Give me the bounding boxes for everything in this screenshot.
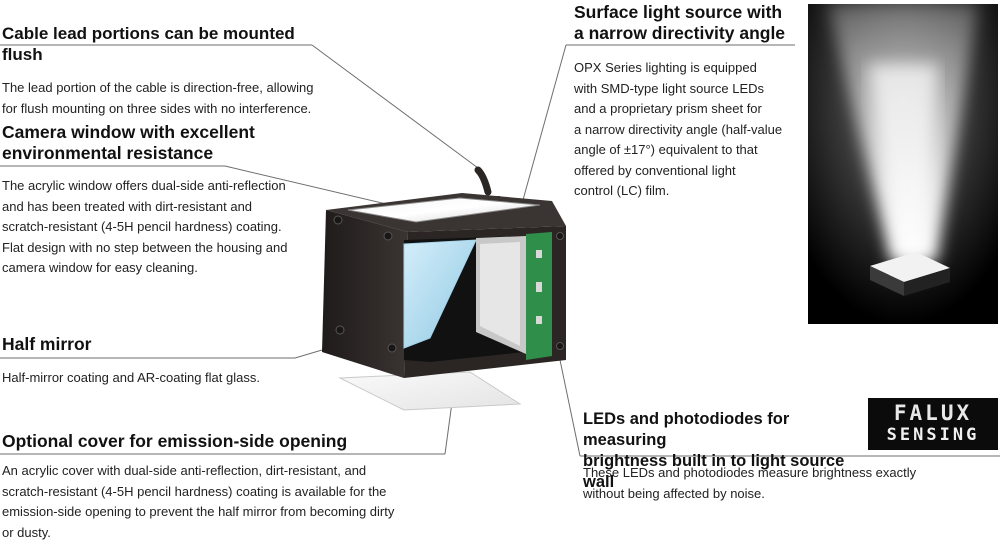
cable-line-2: for flush mounting on three sides with n…	[2, 100, 312, 116]
heading-optional-cover: Optional cover for emission-side opening	[2, 431, 348, 451]
camera-line-4: Flat design with no step between the hou…	[2, 239, 288, 255]
surface-line-5: angle of ±17°) equivalent to that	[574, 142, 758, 157]
cover-line-1: An acrylic cover with dual-side anti-ref…	[2, 463, 367, 478]
camera-line-5: camera window for easy cleaning.	[2, 260, 198, 275]
heading-camera-window-1: Camera window with excellent	[2, 122, 255, 142]
heading-cable: Cable lead portions can be mounted flush	[2, 24, 295, 64]
heading-camera-window-2: environmental resistance	[2, 143, 214, 163]
camera-line-3: scratch-resistant (4-5H pencil hardness)…	[2, 219, 282, 234]
light-directivity-photo	[808, 4, 998, 324]
camera-line-1: The acrylic window offers dual-side anti…	[2, 178, 286, 193]
cable-line-1: The lead portion of the cable is directi…	[2, 80, 314, 95]
heading-half-mirror: Half mirror	[2, 334, 92, 354]
surface-line-1: OPX Series lighting is equipped	[574, 60, 757, 75]
section-leds: LEDs and photodiodes for measuring brigh…	[583, 409, 868, 493]
cover-line-4: or dusty.	[2, 524, 51, 540]
housing	[322, 193, 566, 378]
heading-surface-light-1: Surface light source with	[574, 2, 783, 22]
surface-line-3: and a proprietary prism sheet for	[574, 101, 762, 116]
surface-line-6: offered by conventional light	[574, 162, 736, 178]
logo-line2: SENSING	[886, 425, 980, 445]
heading-leds-2: brightness built in to light source wall	[583, 452, 845, 491]
section-cable: Cable lead portions can be mounted flush…	[2, 23, 332, 119]
camera-line-2: and has been treated with dirt-resistant…	[2, 198, 253, 214]
section-optional-cover: Optional cover for emission-side opening…	[2, 431, 452, 543]
section-surface-light: Surface light source with a narrow direc…	[574, 2, 804, 202]
section-camera-window: Camera window with excellent environment…	[2, 122, 332, 279]
pcb	[526, 232, 552, 360]
leds-line-2: without being affected by noise.	[583, 485, 765, 501]
cover-plate	[338, 371, 522, 411]
surface-line-2: with SMD-type light source LEDs	[574, 80, 765, 96]
surface-line-4: a narrow directivity angle (half-value	[574, 121, 783, 137]
half-mirror-glass	[403, 239, 477, 349]
leds-line-1: These LEDs and photodiodes measure brigh…	[583, 465, 917, 480]
leds-description: These LEDs and photodiodes measure brigh…	[583, 463, 993, 504]
surface-line-7: control (LC) film.	[574, 183, 670, 198]
camera-window	[347, 197, 541, 223]
falux-sensing-logo: FALUX SENSING	[868, 398, 998, 450]
heading-leds-1: LEDs and photodiodes for measuring	[583, 410, 790, 449]
cover-line-3: emission-side opening to prevent the hal…	[2, 504, 395, 519]
heading-surface-light-2: a narrow directivity angle	[574, 23, 786, 43]
cover-line-2: scratch-resistant (4-5H pencil hardness)…	[2, 483, 387, 499]
section-half-mirror: Half mirror Half-mirror coating and AR-c…	[2, 334, 302, 389]
half-mirror-line-1: Half-mirror coating and AR-coating flat …	[2, 370, 260, 385]
logo-line1: FALUX	[893, 401, 973, 425]
